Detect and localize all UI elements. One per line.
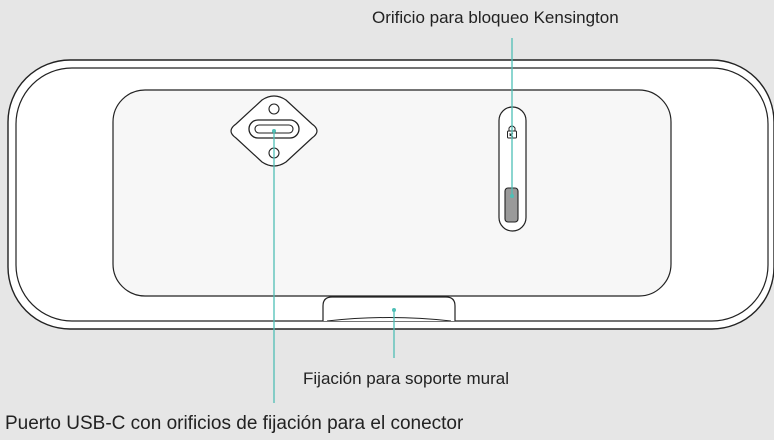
back-panel bbox=[112, 89, 672, 297]
wall-mount-notch bbox=[322, 296, 456, 321]
callout-usb-c bbox=[272, 129, 276, 403]
fixing-hole-top bbox=[268, 103, 280, 115]
label-wall-mount: Fijación para soporte mural bbox=[303, 369, 509, 388]
label-usb-c-port: Puerto USB-C con orificios de fijación p… bbox=[5, 413, 464, 434]
callout-wall-mount bbox=[392, 308, 396, 358]
wall-mount-notch-inner bbox=[326, 317, 452, 322]
callout-kensington bbox=[510, 38, 514, 198]
label-kensington-lock: Orificio para bloqueo Kensington bbox=[372, 8, 619, 27]
